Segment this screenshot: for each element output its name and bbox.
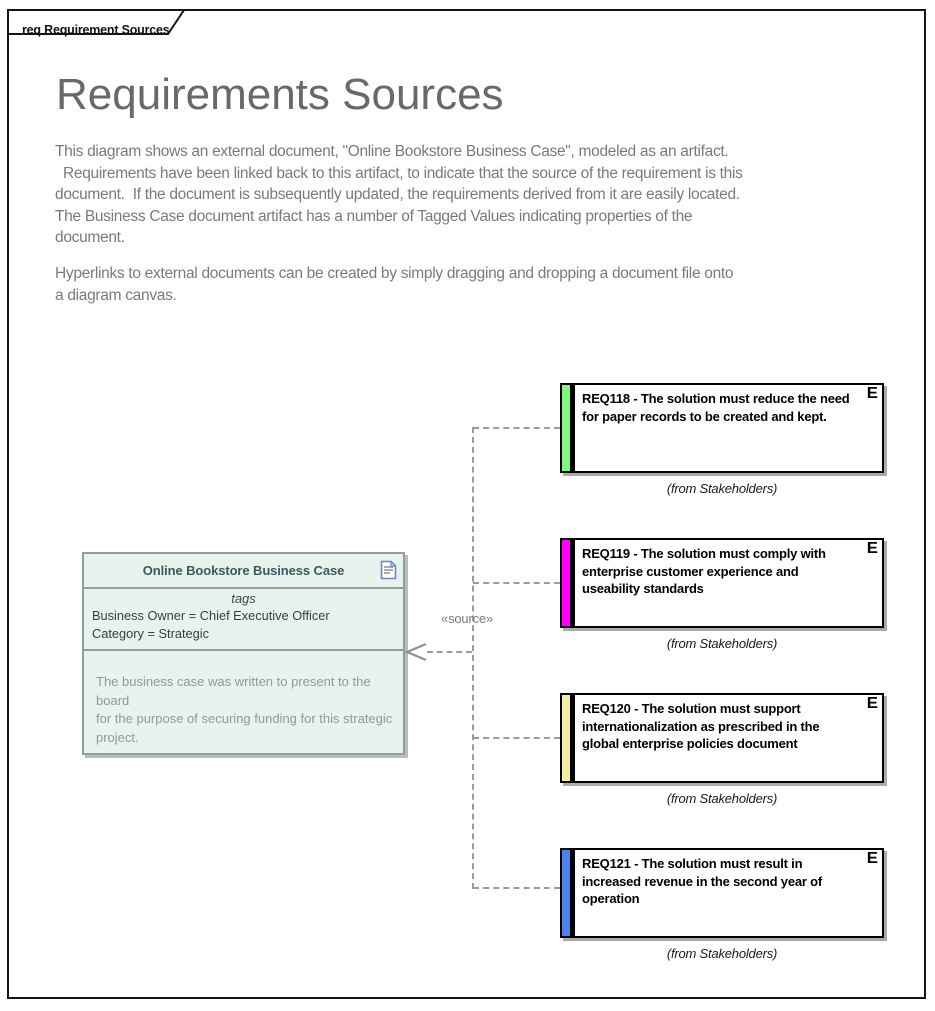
from-package-label: (from Stakeholders) (666, 791, 778, 806)
requirement-req119[interactable]: REQ119 - The solution must comply with e… (560, 538, 884, 628)
from-package-label: (from Stakeholders) (666, 481, 778, 496)
compartment-separator (572, 385, 575, 471)
requirement-text: REQ119 - The solution must comply with e… (575, 540, 882, 626)
tagged-value: Category = Strategic (92, 626, 210, 641)
from-package-label: (from Stakeholders) (666, 946, 778, 961)
connector-branch-req118 (473, 427, 560, 429)
external-requirement-indicator: E (866, 385, 878, 402)
status-color-bar (562, 540, 572, 626)
diagram-frame (7, 9, 926, 999)
status-color-bar (562, 850, 572, 936)
compartment-separator (572, 695, 575, 781)
tags-compartment-label: tags (231, 591, 256, 606)
requirement-text: REQ118 - The solution must reduce the ne… (575, 385, 882, 471)
page-title: Requirements Sources (56, 70, 504, 119)
artifact-notes: The business case was written to present… (96, 674, 393, 745)
connector-branch-req119 (473, 582, 560, 584)
external-requirement-indicator: E (866, 540, 878, 557)
open-arrowhead-icon (404, 642, 428, 667)
artifact-title: Online Bookstore Business Case (142, 563, 345, 578)
requirement-text: REQ120 - The solution must support inter… (575, 695, 882, 781)
requirement-label: REQ118 - The solution must reduce the ne… (582, 391, 850, 424)
requirement-label: REQ121 - The solution must result in inc… (582, 856, 823, 906)
requirement-req121[interactable]: REQ121 - The solution must result in inc… (560, 848, 884, 938)
requirement-label: REQ120 - The solution must support inter… (582, 701, 820, 751)
intro-paragraph-1: This diagram shows an external document,… (55, 143, 743, 246)
status-color-bar (562, 695, 572, 781)
intro-paragraph-2: Hyperlinks to external documents can be … (55, 265, 734, 304)
artifact-tags-compartment: tags Business Owner = Chief Executive Of… (84, 589, 403, 651)
requirement-req118[interactable]: REQ118 - The solution must reduce the ne… (560, 383, 884, 473)
requirement-text: REQ121 - The solution must result in inc… (575, 850, 882, 936)
compartment-separator (572, 850, 575, 936)
requirement-label: REQ119 - The solution must comply with e… (582, 546, 826, 596)
connector-arrow-line (427, 651, 472, 653)
frame-tab-label: req Requirement Sources (22, 23, 170, 37)
document-icon (380, 560, 397, 585)
status-color-bar (562, 385, 572, 471)
requirement-req120[interactable]: REQ120 - The solution must support inter… (560, 693, 884, 783)
connector-branch-req121 (473, 887, 560, 889)
external-requirement-indicator: E (866, 695, 878, 712)
artifact-header: Online Bookstore Business Case (84, 554, 403, 589)
compartment-separator (572, 540, 575, 626)
connector-branch-req120 (473, 737, 560, 739)
frame-tab: req Requirement Sources (7, 9, 189, 37)
connector-stereotype-label: «source» (441, 611, 493, 626)
frame-tab-shape (7, 9, 186, 35)
from-package-label: (from Stakeholders) (666, 636, 778, 651)
tagged-value: Business Owner = Chief Executive Officer (92, 608, 330, 623)
artifact-online-bookstore-business-case[interactable]: Online Bookstore Business Case tags Busi… (82, 552, 405, 755)
connector-trunk-line (472, 427, 474, 889)
external-requirement-indicator: E (866, 850, 878, 867)
